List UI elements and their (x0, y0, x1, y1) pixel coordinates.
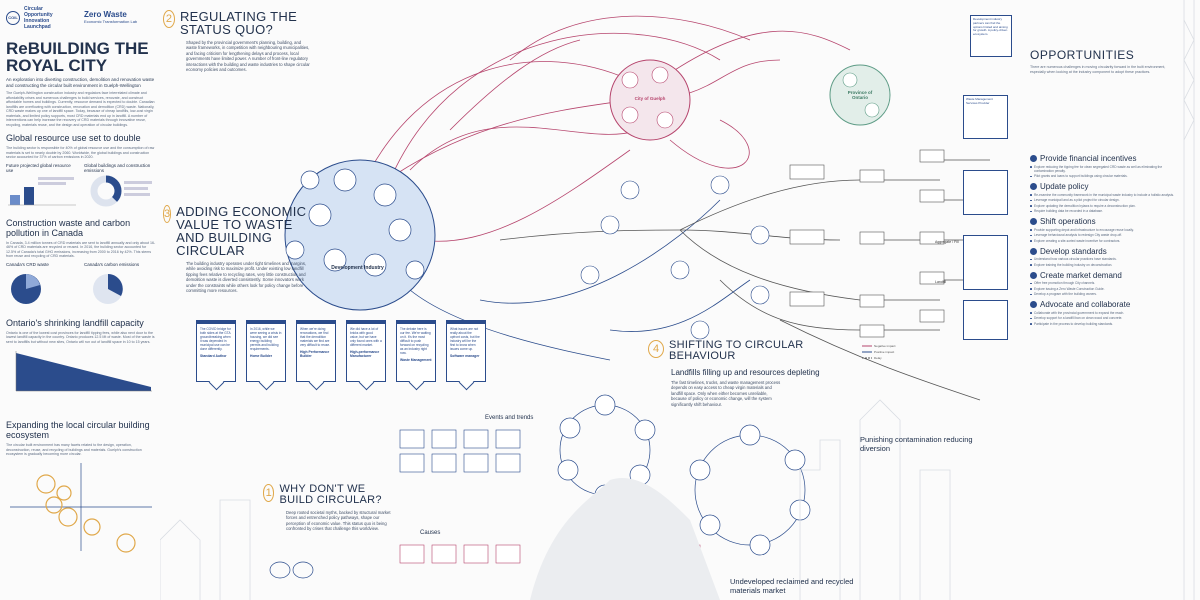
crane-decoration (1183, 0, 1195, 600)
section-2: 2 REGULATING THE STATUS QUO? Shaped by t… (163, 10, 313, 72)
section-3: 3 ADDING ECONOMIC VALUE TO WASTE AND BUI… (163, 205, 313, 293)
opp-group-3: Shift operations Provide supporting depo… (1030, 217, 1178, 243)
opp-group-4: Develop standards Understand how various… (1030, 247, 1178, 267)
node-landfill: Landfill (935, 280, 947, 284)
side-quote-box-2: Waste Management Services Provider (963, 95, 1008, 139)
emissions-donut (90, 175, 152, 206)
landfill-text: Ontario is one of the lowest cost provin… (6, 330, 155, 344)
opp-group-1: Provide financial incentives Explore red… (1030, 154, 1178, 178)
system-map (160, 15, 990, 600)
section-4-subtitle: Landfills filling up and resources deple… (671, 368, 820, 377)
waste-text: In Canada, 3.4 million tonnes of CRD mat… (6, 240, 156, 259)
dollar-icon (1030, 155, 1037, 162)
expand-text: The circular built environment has many … (6, 443, 142, 456)
punish-heading: Punishing contamination reducing diversi… (860, 435, 973, 453)
coil-logo: COIL (6, 11, 20, 25)
quote-card-4: We did have a lot of bricks with good va… (346, 320, 386, 382)
future-resource-chart (8, 176, 76, 205)
quote-card-5: The debate here is our fee. We're waitin… (396, 320, 436, 382)
label-emissions: Global buildings and construction emissi… (84, 162, 151, 173)
standards-icon (1030, 247, 1037, 255)
province-label: Province of Ontario (847, 90, 873, 100)
global-text: The building sector is responsible for 4… (6, 146, 155, 159)
header-logos: COIL Circular Opportunity Innovation Lau… (6, 6, 156, 30)
city-label: City of Guelph (634, 96, 666, 101)
label-carbon: Canada's carbon emissions (84, 261, 140, 267)
heading-landfill: Ontario's shrinking landfill capacity (6, 317, 144, 328)
ecosystem-quadrant (10, 462, 152, 553)
section-2-number: 2 (163, 10, 175, 28)
causes-heading: Causes (420, 530, 441, 536)
org-name: Circular Opportunity Innovation Launchpa… (24, 6, 53, 30)
opp-group-5: Create market demand Offer free promotio… (1030, 271, 1178, 296)
side-quote-box: Development industry partners can find t… (970, 15, 1012, 57)
handshake-icon (1030, 301, 1037, 308)
opportunities-title: OPPORTUNITIES (1030, 48, 1135, 62)
side-box-3 (963, 170, 1008, 215)
section-1-text: Deep rooted societal myths, backed by st… (286, 510, 391, 532)
opp-group-6: Advocate and collaborate Collaborate wit… (1030, 300, 1178, 326)
intro-text: The Guelph-Wellington construction indus… (6, 91, 155, 127)
label-future: Future projected global resource use (6, 162, 71, 173)
section-3-text: The building industry operates under tig… (186, 261, 307, 294)
undervalued-heading: Undeveloped reclaimed and recycled mater… (730, 577, 854, 595)
side-box-5 (963, 300, 1008, 340)
events-heading: Events and trends (485, 415, 534, 421)
quote-card-2: In 2016, while we were seeing a crisis i… (246, 320, 286, 382)
section-4: 4 SHIFTING TO CIRCULAR BEHAVIOUR Landfil… (648, 340, 848, 407)
section-3-title: ADDING ECONOMIC VALUE TO WASTE AND BUILD… (176, 204, 307, 258)
left-column: COIL Circular Opportunity Innovation Lau… (6, 6, 156, 596)
section-4-number: 4 (648, 340, 664, 358)
subtitle: An exploration into diverting constructi… (6, 77, 155, 88)
carbon-pie (93, 273, 123, 304)
dev-industry-label: Development Industry (331, 265, 384, 271)
section-2-title: REGULATING THE STATUS QUO? (179, 9, 298, 37)
opp-group-2: Update policy Re-examine the community f… (1030, 182, 1178, 213)
market-icon (1030, 271, 1037, 279)
heading-waste: Construction waste and carbon pollution … (6, 217, 131, 238)
quote-card-3: When we're doing renovations, we find th… (296, 320, 336, 382)
section-1-title: WHY DON'T WE BUILD CIRCULAR? (279, 483, 382, 506)
landfill-capacity-chart (15, 351, 152, 392)
opportunities-panel: OPPORTUNITIES There are numerous challen… (1030, 48, 1178, 596)
section-4-title: SHIFTING TO CIRCULAR BEHAVIOUR (669, 339, 804, 362)
node-aggregate: Aggregate / Fill (935, 240, 959, 244)
section-4-text: The fast timelines, trucks, and waste ma… (671, 380, 781, 407)
section-2-text: Shaped by the provincial government's pl… (186, 40, 310, 73)
heading-global: Global resource use set to double (6, 133, 141, 143)
section-1: 1 WHY DON'T WE BUILD CIRCULAR? Deep root… (263, 484, 393, 532)
quote-card-1: The COVID bridge for both sides at the G… (196, 320, 236, 382)
label-crd: Canada's CRD waste (6, 261, 49, 267)
side-box-4 (963, 235, 1008, 290)
policy-icon (1030, 183, 1037, 190)
section-1-number: 1 (263, 484, 275, 502)
heading-expand: Expanding the local circular building ec… (6, 420, 150, 440)
gear-icon (1030, 218, 1037, 225)
crd-pie (11, 273, 41, 304)
section-3-number: 3 (163, 205, 172, 223)
quote-card-6: What issues are not really about the upf… (446, 320, 486, 382)
opportunities-intro: There are numerous challenges in moving … (1030, 65, 1166, 74)
